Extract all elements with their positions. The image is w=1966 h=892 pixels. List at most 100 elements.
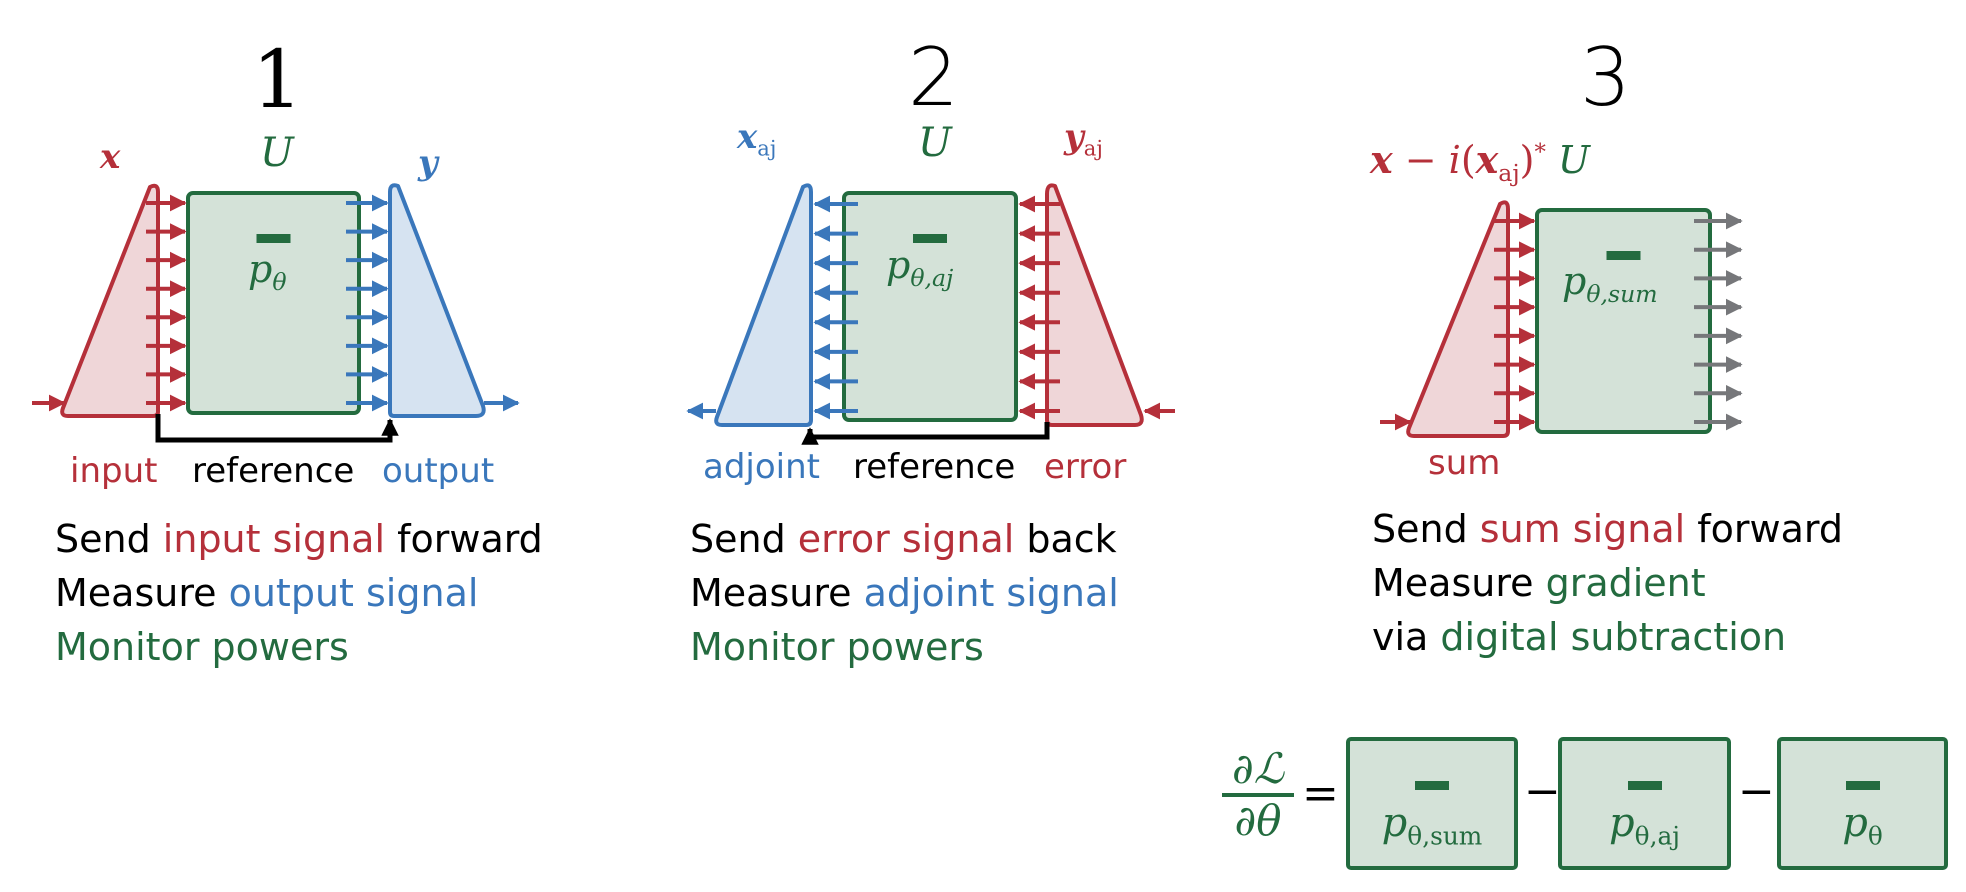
adjoint-power-term: pθ,aj [1562,803,1727,849]
error-trapezoid [1045,183,1144,427]
description-fragment: Monitor powers [690,625,984,669]
output-vector-symbol: y [418,143,438,183]
term-symbol: p [1842,800,1868,846]
gradient-fraction: ∂ℒ ∂θ [1222,748,1294,842]
description-fragment: gradient [1545,561,1706,605]
description-fragment: Send [1372,507,1480,551]
error-label: error [1044,447,1127,487]
adjoint-vector-symbol: x [737,117,758,157]
adjoint-trapezoid [714,183,813,427]
minus-sign-2: − [1738,766,1775,817]
description-fragment: adjoint signal [863,571,1119,615]
description-fragment: sum signal [1479,507,1686,551]
reference-bracket-arrow [801,422,1050,445]
power-detector-bar [1627,781,1662,790]
expr-i: i [1448,138,1461,182]
panel-2-number: 2 [908,31,959,124]
input-vector-symbol: x [100,137,121,177]
error-vector-symbol: y [1064,117,1084,157]
power-label-1: pθ [248,250,287,295]
description-fragment: Monitor powers [55,625,349,669]
sum-power-box: pθ,sum [1346,737,1518,870]
description-line: Measure output signal [55,566,543,620]
power-label-3: pθ,sum [1562,262,1658,307]
sum-signal-expression: x − i(xaj)*U [1370,138,1590,187]
panel-2-diagram [686,183,1175,445]
expr-close-paren: ) [1519,138,1535,182]
expr-minus: − [1392,138,1449,182]
description-fragment: output signal [228,571,479,615]
power-detector-bar [1415,781,1449,790]
description-fragment: Send [690,517,798,561]
description-line: Measure adjoint signal [690,566,1119,620]
power-subscript: θ [272,268,287,297]
description-fragment: Send [55,517,163,561]
power-detector-bar [1606,251,1641,260]
expr-xaj: x [1475,137,1499,182]
description-line: Measure gradient [1372,556,1843,610]
expr-open-paren: ( [1460,138,1476,182]
power-symbol: p [886,243,911,287]
term-subscript: θ,aj [1634,821,1680,851]
mesh-unitary-label-1: U [260,130,294,176]
power-detector-bar [1845,781,1880,790]
description-fragment: via [1372,615,1441,659]
description-fragment: forward [385,517,543,561]
power-label-2: pθ,aj [886,246,953,291]
power-symbol: p [1562,259,1587,303]
description-fragment: error signal [797,517,1015,561]
fraction-denominator: ∂θ [1234,796,1282,845]
panel-1-number: 1 [252,33,303,126]
mesh-unitary-label-2: U [918,120,952,166]
output-decoder-trapezoid [388,183,486,418]
description-fragment: digital subtraction [1440,615,1787,659]
description-fragment: Measure [55,571,229,615]
description-fragment: back [1014,517,1117,561]
expr-conjugate: * [1534,139,1546,166]
mesh-box [842,191,1018,422]
panel-3-number: 3 [1580,31,1631,124]
adjoint-power-box: pθ,aj [1558,737,1731,870]
forward-power-term: pθ [1781,803,1944,849]
description-fragment: forward [1685,507,1843,551]
description-line: Monitor powers [55,620,543,674]
fraction-numerator: ∂ℒ [1232,744,1284,793]
description-line: via digital subtraction [1372,610,1843,664]
reference-bracket-arrow [155,414,399,443]
mesh-unitary-label-3: U [1557,138,1590,182]
error-subscript: aj [1083,135,1103,161]
output-vector-label: y [418,146,438,180]
power-subscript: θ,sum [1586,280,1658,309]
panel-1-diagram [32,183,520,443]
term-subscript: θ [1867,821,1883,851]
description-fragment: input signal [162,517,386,561]
adjoint-label: adjoint [703,447,820,487]
sum-label: sum [1428,443,1501,483]
power-symbol: p [248,247,273,291]
adjoint-vector-label: xaj [737,120,776,158]
description-line: Send sum signal forward [1372,502,1843,556]
reference-label-1: reference [192,451,355,491]
equals-sign: = [1302,768,1339,819]
reference-label-2: reference [853,447,1016,487]
mesh-box [1535,208,1712,434]
input-encoder-trapezoid [60,183,160,418]
description-fragment: Measure [690,571,864,615]
term-symbol: p [1609,800,1635,846]
sum-power-term: pθ,sum [1350,803,1514,849]
sum-encoder-trapezoid [1406,200,1510,438]
term-subscript: θ,sum [1407,821,1483,851]
description-line: Monitor powers [690,620,1119,674]
output-label: output [382,451,495,491]
description-line: Send error signal back [690,512,1119,566]
panel-3-diagram [1380,200,1743,438]
term-symbol: p [1381,800,1408,846]
power-detector-bar [256,234,291,243]
description-line: Send input signal forward [55,512,543,566]
description-fragment: Measure [1372,561,1546,605]
